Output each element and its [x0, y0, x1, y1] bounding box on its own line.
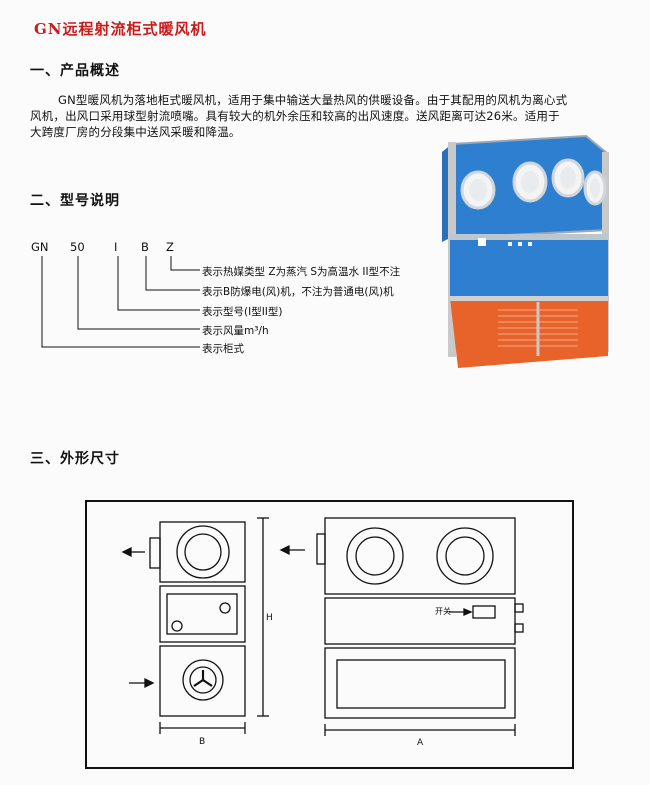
dim-width-label: A [417, 738, 424, 748]
switch-label: 开关 [435, 606, 451, 616]
code-z: Z [166, 240, 174, 254]
dimension-drawing: B H A 开关 [85, 500, 574, 769]
code-i: I [114, 240, 118, 254]
product-photo [442, 134, 609, 368]
code-b: B [141, 240, 149, 254]
overview-line-2: 风机，出风口采用球型射流喷嘴。具有较大的机外余压和较高的出风速度。送风距离可达2… [30, 109, 560, 123]
desc-cabinet: 表示柜式 [202, 343, 244, 355]
section1-heading: 一、产品概述 [30, 63, 120, 79]
overview-line-1: GN型暖风机为落地柜式暖风机，适用于集中输送大量热风的供暖设备。由于其配用的风机… [58, 93, 568, 107]
page-title: GN远程射流柜式暖风机 [34, 20, 207, 38]
overview-text: GN型暖风机为落地柜式暖风机，适用于集中输送大量热风的供暖设备。由于其配用的风机… [30, 92, 630, 140]
code-50: 50 [70, 240, 85, 254]
code-gn: GN [31, 240, 49, 254]
dim-depth-label: B [199, 737, 205, 747]
overview-line-3: 大跨度厂房的分段集中送风采暖和降温。 [30, 125, 241, 139]
desc-air-volume: 表示风量m³/h [202, 325, 269, 337]
desc-heat-medium: 表示热媒类型 Z为蒸汽 S为高温水 II型不注 [202, 266, 401, 278]
dim-height-label: H [266, 613, 273, 623]
desc-explosion-proof: 表示B防爆电(风)机，不注为普通电(风)机 [202, 286, 394, 298]
section3-heading: 三、外形尺寸 [30, 451, 120, 467]
desc-model-type: 表示型号(I型II型) [202, 306, 283, 318]
section2-heading: 二、型号说明 [30, 193, 120, 209]
